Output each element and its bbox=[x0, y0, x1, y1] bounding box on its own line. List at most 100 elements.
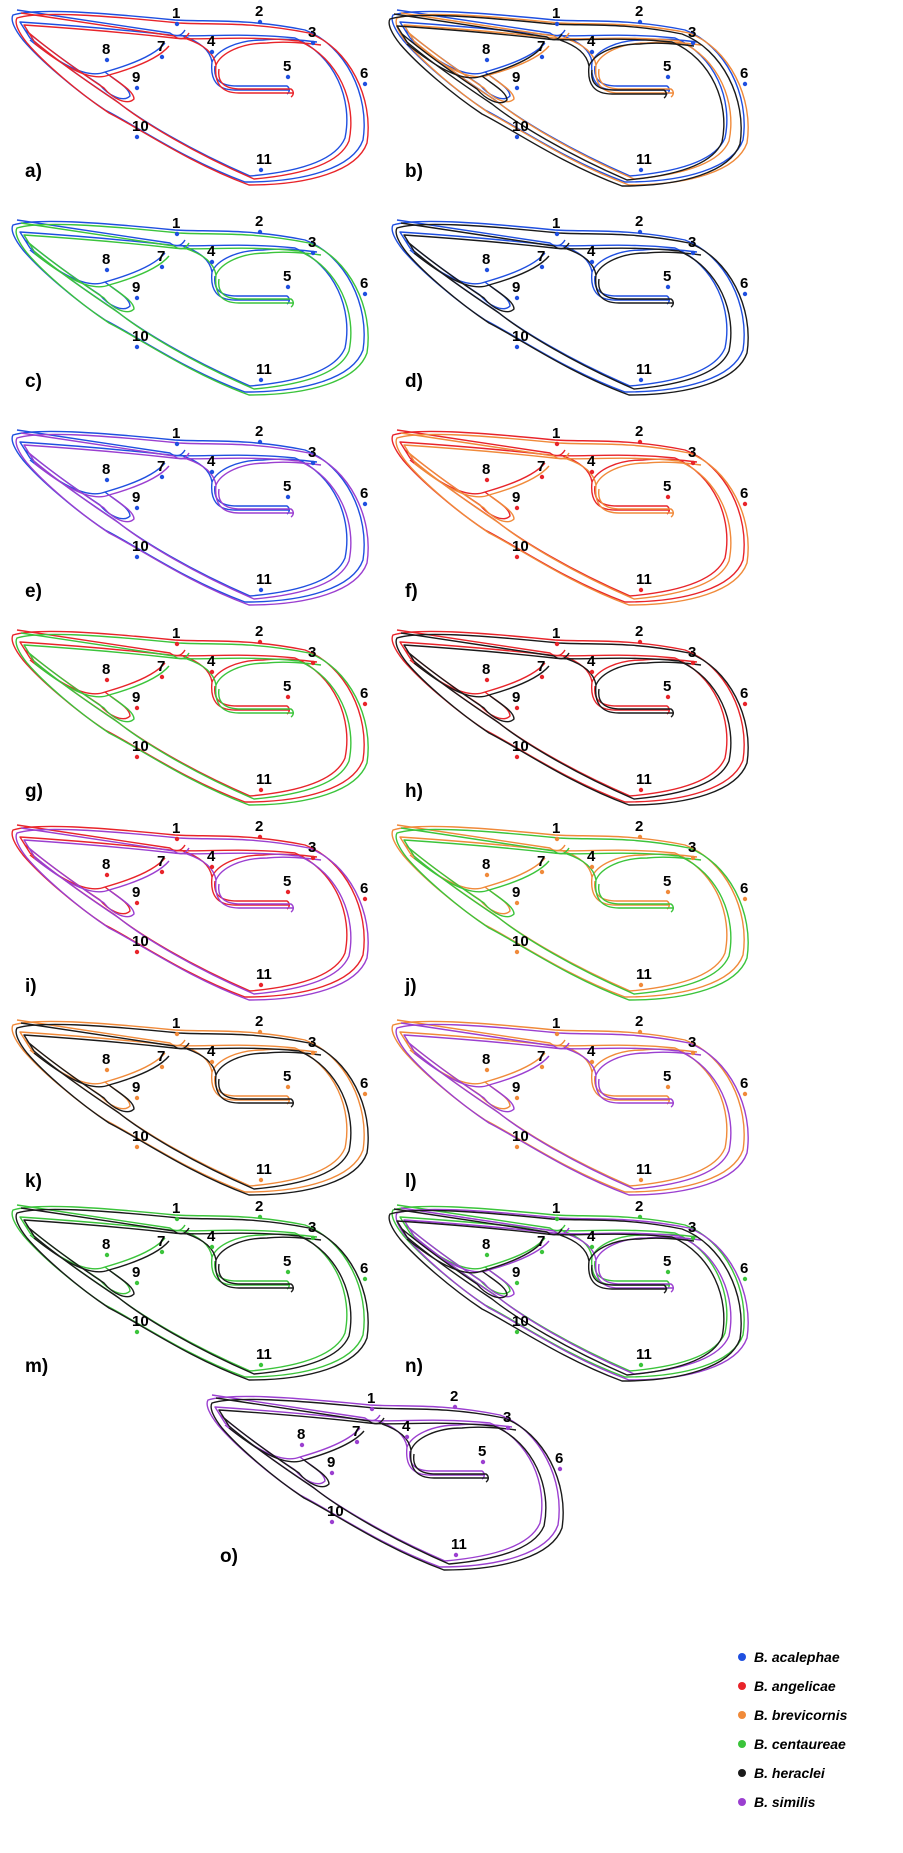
landmark-dot bbox=[160, 870, 164, 874]
panel-label: a) bbox=[25, 161, 42, 182]
landmark-dot bbox=[638, 20, 642, 24]
wing-vein bbox=[30, 855, 165, 889]
landmark-label: 6 bbox=[740, 880, 748, 897]
landmark-dot bbox=[135, 506, 139, 510]
landmark-label: 3 bbox=[308, 234, 316, 251]
landmark-label: 1 bbox=[172, 5, 180, 22]
panel-label: o) bbox=[220, 1546, 238, 1567]
landmark-dot bbox=[210, 865, 214, 869]
landmark-label: 10 bbox=[512, 328, 529, 345]
landmark-dot bbox=[638, 230, 642, 234]
panel-label: g) bbox=[25, 781, 43, 802]
landmark-dot bbox=[540, 1065, 544, 1069]
landmark-dot bbox=[485, 478, 489, 482]
landmark-dot bbox=[311, 41, 315, 45]
landmark-label: 6 bbox=[360, 685, 368, 702]
landmark-dot bbox=[515, 1145, 519, 1149]
wing-vein bbox=[20, 1217, 347, 1371]
landmark-dot bbox=[515, 755, 519, 759]
landmark-label: 7 bbox=[537, 458, 545, 475]
landmark-label: 2 bbox=[255, 1013, 263, 1030]
landmark-label: 5 bbox=[283, 478, 291, 495]
landmark-label: 2 bbox=[635, 213, 643, 230]
landmark-label: 4 bbox=[207, 243, 216, 260]
landmark-dot bbox=[259, 788, 263, 792]
landmark-label: 11 bbox=[636, 361, 652, 378]
landmark-dot bbox=[160, 1250, 164, 1254]
landmark-label: 10 bbox=[327, 1503, 344, 1520]
landmark-dot bbox=[330, 1520, 334, 1524]
landmark-dot bbox=[743, 897, 747, 901]
landmark-dot bbox=[485, 268, 489, 272]
landmark-label: 7 bbox=[157, 38, 165, 55]
landmark-dot bbox=[259, 378, 263, 382]
wing-panel-a: 1234567891011a) bbox=[12, 3, 368, 185]
landmark-label: 10 bbox=[132, 1313, 149, 1330]
landmark-label: 4 bbox=[207, 33, 216, 50]
landmark-dot bbox=[691, 856, 695, 860]
landmark-label: 5 bbox=[283, 678, 291, 695]
landmark-label: 5 bbox=[283, 873, 291, 890]
landmark-label: 11 bbox=[451, 1536, 467, 1553]
landmark-dot bbox=[135, 901, 139, 905]
landmark-dot bbox=[259, 588, 263, 592]
landmark-dot bbox=[175, 1217, 179, 1221]
landmark-label: 6 bbox=[360, 275, 368, 292]
landmark-label: 7 bbox=[157, 658, 165, 675]
landmark-label: 9 bbox=[132, 1079, 140, 1096]
wing-vein bbox=[20, 1032, 347, 1186]
landmark-dot bbox=[175, 232, 179, 236]
landmark-label: 2 bbox=[255, 623, 263, 640]
landmark-label: 7 bbox=[157, 1048, 165, 1065]
landmark-dot bbox=[258, 230, 262, 234]
panel-label: c) bbox=[25, 371, 42, 392]
landmark-label: 1 bbox=[552, 1200, 560, 1217]
landmark-dot bbox=[639, 378, 643, 382]
landmark-label: 11 bbox=[256, 771, 272, 788]
landmark-label: 10 bbox=[132, 738, 149, 755]
wing-vein bbox=[405, 1225, 510, 1294]
landmark-dot bbox=[515, 1330, 519, 1334]
landmark-dot bbox=[135, 1145, 139, 1149]
landmark-label: 8 bbox=[102, 461, 110, 478]
landmark-label: 4 bbox=[402, 1418, 411, 1435]
wing-vein bbox=[397, 26, 724, 180]
landmark-label: 4 bbox=[587, 1228, 596, 1245]
landmark-label: 8 bbox=[482, 1236, 490, 1253]
landmark-dot bbox=[286, 1085, 290, 1089]
landmark-dot bbox=[666, 1085, 670, 1089]
species-legend: B. acalephaeB. angelicaeB. brevicornisB.… bbox=[738, 1649, 848, 1810]
landmark-dot bbox=[311, 661, 315, 665]
landmark-dot bbox=[639, 588, 643, 592]
legend-marker bbox=[738, 1653, 746, 1661]
landmark-dot bbox=[485, 1253, 489, 1257]
landmark-label: 3 bbox=[308, 444, 316, 461]
landmark-label: 4 bbox=[587, 243, 596, 260]
landmark-label: 6 bbox=[740, 65, 748, 82]
landmark-dot bbox=[105, 1253, 109, 1257]
landmark-label: 11 bbox=[636, 1346, 652, 1363]
landmark-dot bbox=[638, 1215, 642, 1219]
landmark-dot bbox=[135, 1281, 139, 1285]
landmark-dot bbox=[258, 640, 262, 644]
landmark-dot bbox=[515, 135, 519, 139]
landmark-label: 7 bbox=[352, 1423, 360, 1440]
landmark-dot bbox=[485, 678, 489, 682]
landmark-dot bbox=[258, 835, 262, 839]
landmark-label: 4 bbox=[587, 1043, 596, 1060]
landmark-dot bbox=[666, 75, 670, 79]
legend-marker bbox=[738, 1740, 746, 1748]
landmark-dot bbox=[590, 670, 594, 674]
landmark-label: 8 bbox=[102, 41, 110, 58]
landmark-label: 9 bbox=[132, 279, 140, 296]
landmark-dot bbox=[105, 678, 109, 682]
landmark-dot bbox=[286, 695, 290, 699]
landmark-dot bbox=[259, 983, 263, 987]
legend-marker bbox=[738, 1798, 746, 1806]
landmark-label: 3 bbox=[688, 1034, 696, 1051]
landmark-label: 9 bbox=[512, 884, 520, 901]
panel-label: l) bbox=[405, 1171, 417, 1192]
wing-panel-n: 1234567891011n) bbox=[389, 1198, 748, 1381]
landmark-label: 9 bbox=[132, 489, 140, 506]
